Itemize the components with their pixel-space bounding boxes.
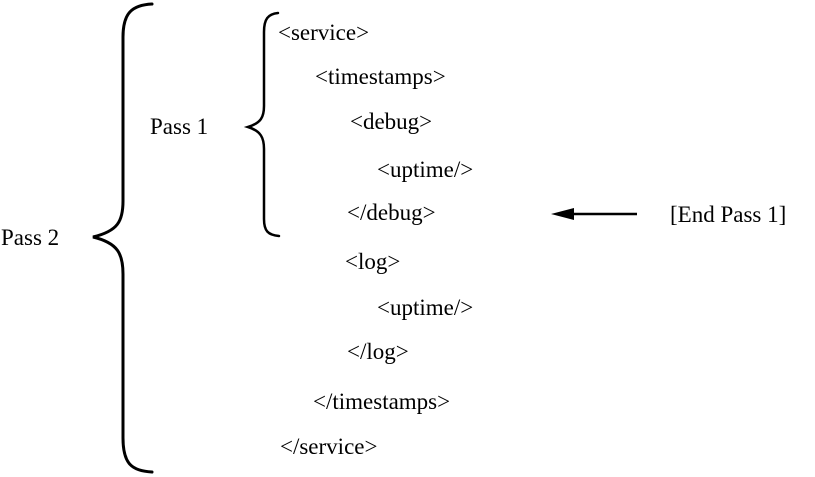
code-line-uptime-debug: <uptime/> [377, 157, 474, 182]
code-line-timestamps-close: </timestamps> [313, 389, 451, 414]
code-line-uptime-log: <uptime/> [377, 295, 474, 320]
code-line-timestamps-open: <timestamps> [315, 64, 446, 89]
pass-1-brace [243, 11, 281, 238]
code-line-log-close: </log> [347, 339, 409, 364]
code-line-service-open: <service> [278, 20, 370, 45]
code-line-log-open: <log> [345, 249, 401, 274]
code-line-debug-open: <debug> [350, 109, 433, 134]
left-arrow-icon [551, 208, 574, 220]
pass-2-brace [92, 2, 154, 474]
code-line-debug-close: </debug> [347, 200, 436, 225]
pass-1-label: Pass 1 [150, 114, 209, 139]
end-pass-1-arrow [551, 208, 637, 220]
pass-2-label: Pass 2 [1, 225, 60, 250]
code-line-service-close: </service> [280, 434, 378, 459]
end-pass-1-label: [End Pass 1] [670, 202, 787, 227]
